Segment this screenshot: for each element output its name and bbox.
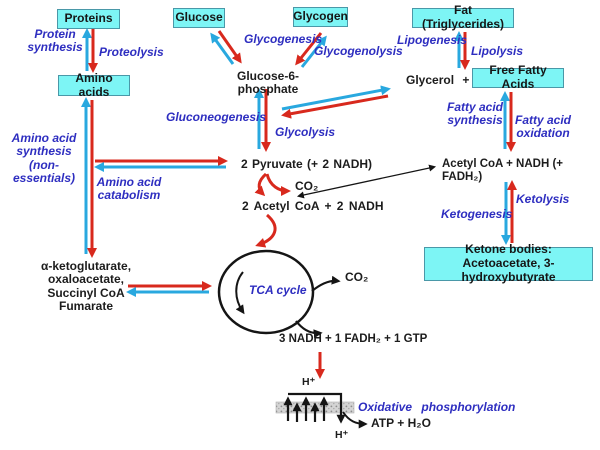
ketone-bodies-box: Ketone bodies: Acetoacetate, 3-hydroxybu…: [424, 242, 593, 284]
protein-synthesis-label: Protein synthesis: [27, 27, 83, 55]
akg-tca-arrow-pair: [126, 281, 212, 297]
acetylcoa-to-tca-arrow: [255, 213, 277, 248]
fat-glycerol-arrow-pair: [454, 31, 470, 70]
proteins-box: Proteins: [57, 9, 120, 29]
fatty-acid-synthesis-label: Fatty acid synthesis: [447, 100, 504, 128]
glycerol-g6p-arrow-pair: [281, 85, 391, 119]
acetyl-coa-fa-label: Acetyl CoA + NADH (+ FADH₂): [442, 158, 563, 183]
acetylcoa-equivalence-arrow: [296, 164, 437, 199]
glycogen-g6p-arrow-pair: [295, 32, 327, 68]
acetylcoa-ketone-arrow-pair: [501, 180, 517, 245]
aminoacids-akg-arrow-pair: [81, 97, 97, 258]
proteolysis-label: Proteolysis: [99, 45, 164, 59]
ffa-acetylcoa-arrow-pair: [500, 91, 516, 152]
g6p-label: Glucose-6-phosphate: [236, 69, 299, 97]
amino-acid-synthesis-label: Amino acid synthesis (non-essentials): [11, 131, 77, 186]
glycerol-label: Glycerol +: [406, 73, 470, 87]
tca-to-co2-arrow: [311, 275, 341, 292]
pyruvate-label: 2 Pyruvate (+ 2 NADH): [241, 157, 373, 171]
tca-cycle-label: TCA cycle: [249, 283, 307, 297]
tca-outputs-label: 3 NADH + 1 FADH₂ + 1 GTP: [279, 333, 428, 345]
h-plus-bottom-label: H⁺: [335, 429, 349, 441]
alpha-ketoglutarate-label: α-ketoglutarate, oxaloacetate, Succinyl …: [40, 259, 132, 314]
ketolysis-label: Ketolysis: [516, 192, 570, 206]
lipolysis-label: Lipolysis: [471, 44, 524, 58]
membrane-group: [275, 392, 368, 429]
tca-cycle-circle: [217, 249, 315, 335]
aminoacid-pyruvate-arrow-pair: [94, 156, 228, 172]
acetyl-coa-2-label: 2 Acetyl CoA + 2 NADH: [242, 199, 384, 213]
co2-tca-label: CO₂: [345, 270, 369, 284]
glucose-g6p-arrow-pair: [210, 30, 242, 65]
pyruvate-to-acetylcoa-arrow: [254, 172, 268, 197]
glycogen-box: Glycogen: [293, 7, 348, 27]
glycolysis-label: Glycolysis: [275, 125, 336, 139]
atp-label: ATP + H₂O: [371, 416, 431, 430]
glucose-box: Glucose: [173, 8, 225, 28]
co2-pyruvate-label: CO₂: [295, 179, 319, 193]
lipogenesis-label: Lipogenesis: [397, 33, 468, 47]
fatty-acid-oxidation-label: Fatty acid oxidation: [515, 113, 572, 141]
amino-acid-catabolism-label: Amino acid catabolism: [96, 175, 162, 203]
atp-synthesis-arrow: [342, 411, 368, 429]
gluconeogenesis-label: Gluconeogenesis: [166, 110, 267, 124]
tca-to-nadh-arrow: [295, 320, 323, 339]
h-plus-top-label: H⁺: [302, 376, 316, 388]
ketogenesis-label: Ketogenesis: [441, 207, 513, 221]
fat-box: Fat (Triglycerides): [412, 3, 514, 31]
pyruvate-to-co2-arrow: [265, 173, 291, 196]
free-fatty-acids-box: Free Fatty Acids: [472, 63, 564, 91]
glycogenolysis-label: Glycogenolysis: [314, 44, 403, 58]
oxidative-phosphorylation-label: Oxidative phosphorylation: [358, 400, 516, 414]
tca-inner-arrow: [235, 271, 245, 315]
amino-acids-box: Amino acids: [58, 71, 130, 98]
proton-return-arrow: [288, 392, 346, 424]
glycogenesis-label: Glycogenesis: [244, 32, 323, 46]
proteins-aminoacids-arrow-pair: [82, 28, 98, 73]
proton-up-arrows: [283, 396, 329, 422]
g6p-pyruvate-arrow-pair: [254, 88, 271, 152]
